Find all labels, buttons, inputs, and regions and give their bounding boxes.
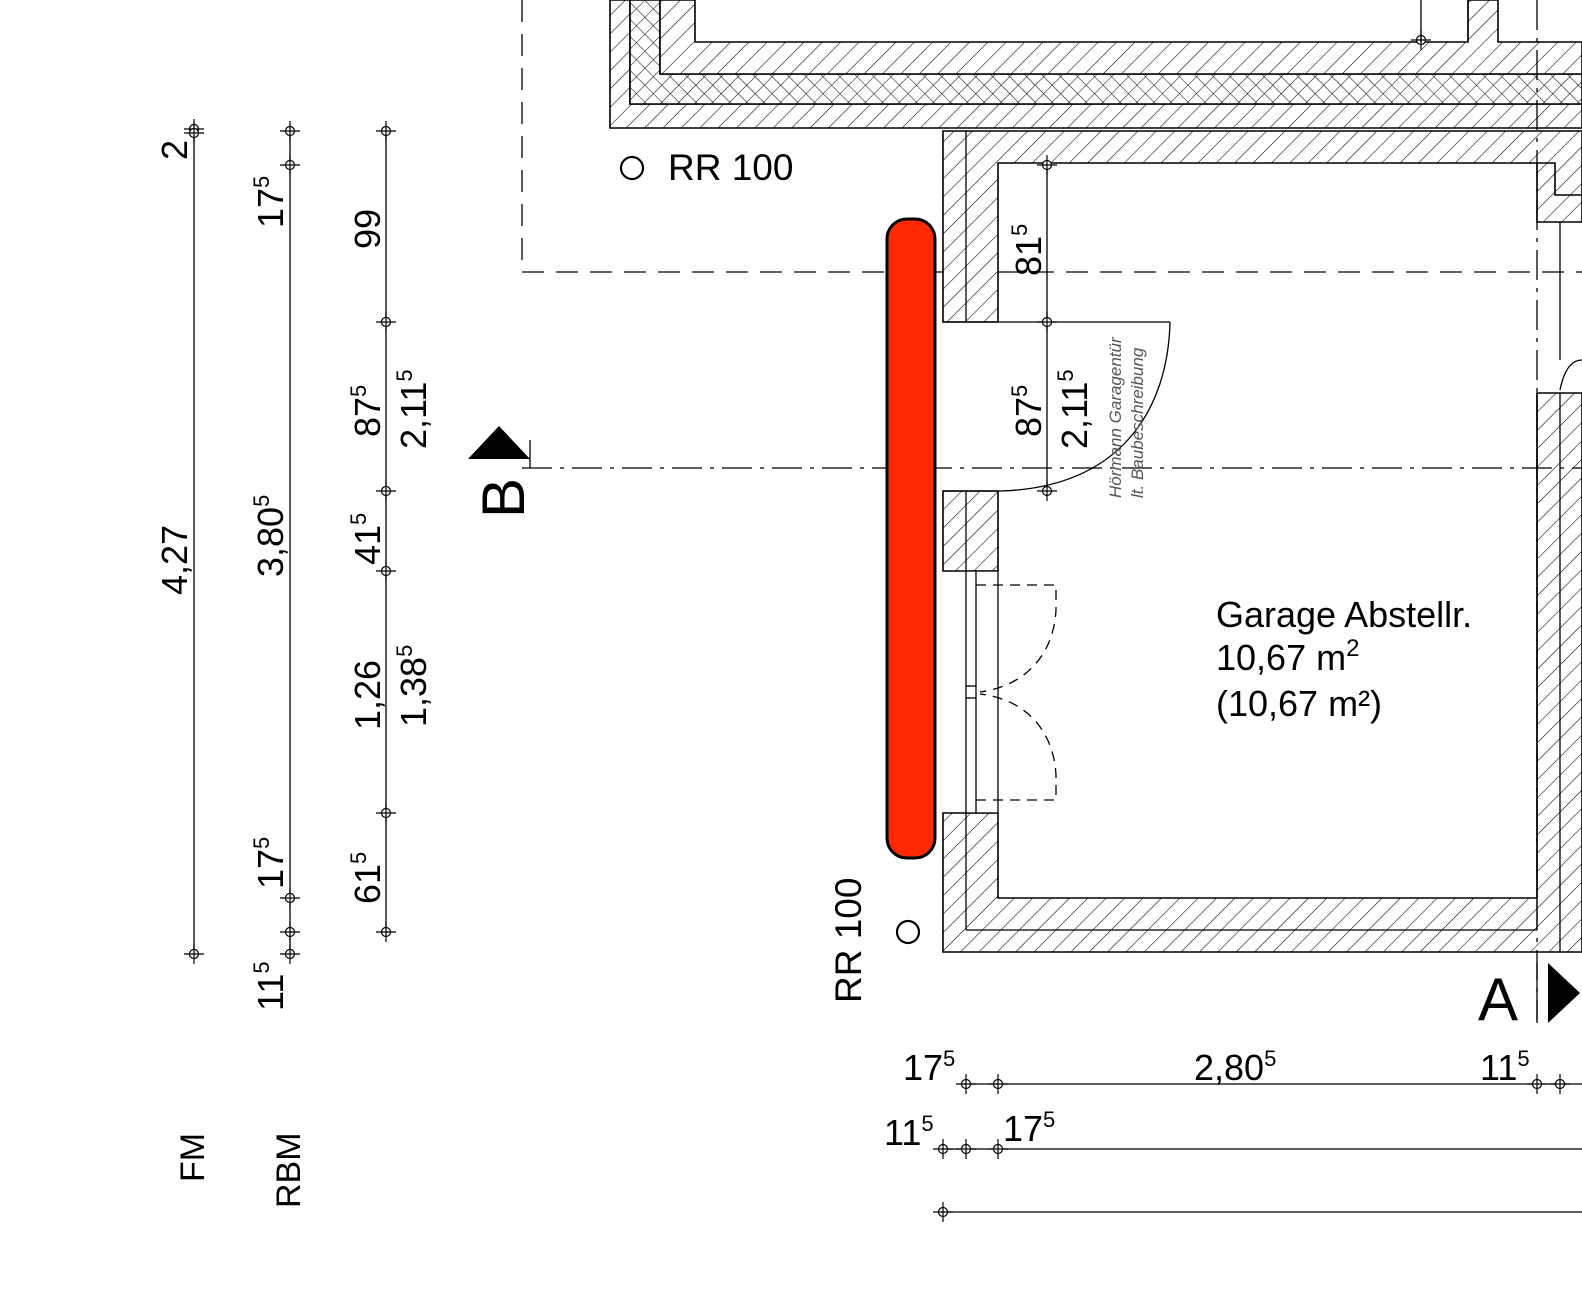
dim-inner-2115: 2,115 xyxy=(1053,369,1095,449)
dim-bottom-175: 175 xyxy=(903,1046,955,1088)
dim-bottom2-115: 115 xyxy=(884,1111,934,1153)
section-b-label: B xyxy=(470,478,537,518)
dim-875: 875 xyxy=(346,385,388,437)
dim-inner-875: 875 xyxy=(1007,385,1049,437)
upper-building-walls xyxy=(609,0,1582,129)
fm-label: FM xyxy=(174,1133,212,1182)
rbm-label: RBM xyxy=(270,1132,308,1208)
dim-rbm-175-top: 175 xyxy=(249,176,291,228)
dim-rbm-3805: 3,805 xyxy=(249,495,291,577)
rain-pipe-side-label: RR 100 xyxy=(828,878,869,1003)
side-double-door xyxy=(965,570,1057,814)
dim-rbm-115: 115 xyxy=(249,961,291,1011)
garage-door-opening xyxy=(943,154,1171,502)
dim-415: 415 xyxy=(346,513,388,565)
dim-126: 1,26 xyxy=(347,660,388,730)
room-name: Garage Abstellr. xyxy=(1216,594,1472,635)
room-area: 10,67 m2 xyxy=(1216,635,1359,678)
dimension-chain-bottom-3 xyxy=(932,1201,1582,1223)
section-a-arrow xyxy=(1548,963,1580,1023)
dim-fm-2: 2 xyxy=(154,140,195,160)
dim-fm-427: 4,27 xyxy=(154,525,195,595)
dim-rbm-175-bottom: 175 xyxy=(249,837,291,889)
dimension-chain-bottom-1 xyxy=(955,1073,1582,1095)
rain-pipe-top-label: RR 100 xyxy=(668,147,793,188)
dimension-chain-openings xyxy=(375,120,397,943)
dim-bottom2-175: 175 xyxy=(1003,1107,1055,1149)
dim-inner-815: 815 xyxy=(1007,224,1049,276)
dimension-chain-bottom-2 xyxy=(932,1138,1582,1160)
room-area-alt: (10,67 m²) xyxy=(1216,683,1382,724)
dim-615: 615 xyxy=(346,852,388,904)
dim-1385: 1,385 xyxy=(392,645,434,727)
dimension-chain-fm xyxy=(183,118,205,965)
roof-outline-dashed xyxy=(521,0,1582,273)
highlighted-rain-pipe-bar xyxy=(885,217,937,860)
dimension-chain-rbm xyxy=(279,120,301,965)
door-note-line-1: Hörmann Garagentür xyxy=(1106,336,1125,498)
section-a-label: A xyxy=(1478,966,1518,1033)
dim-bottom-2805: 2,805 xyxy=(1194,1046,1276,1088)
rain-pipe-side-icon xyxy=(895,919,921,945)
section-b-arrow xyxy=(468,426,530,459)
dim-2115: 2,115 xyxy=(392,369,434,449)
dim-99: 99 xyxy=(347,209,388,249)
door-note-line-2: lt. Baubeschreibung xyxy=(1128,347,1147,498)
dim-bottom-115: 115 xyxy=(1480,1046,1530,1088)
garage-walls xyxy=(942,130,1582,953)
rain-pipe-top-icon xyxy=(619,155,645,181)
